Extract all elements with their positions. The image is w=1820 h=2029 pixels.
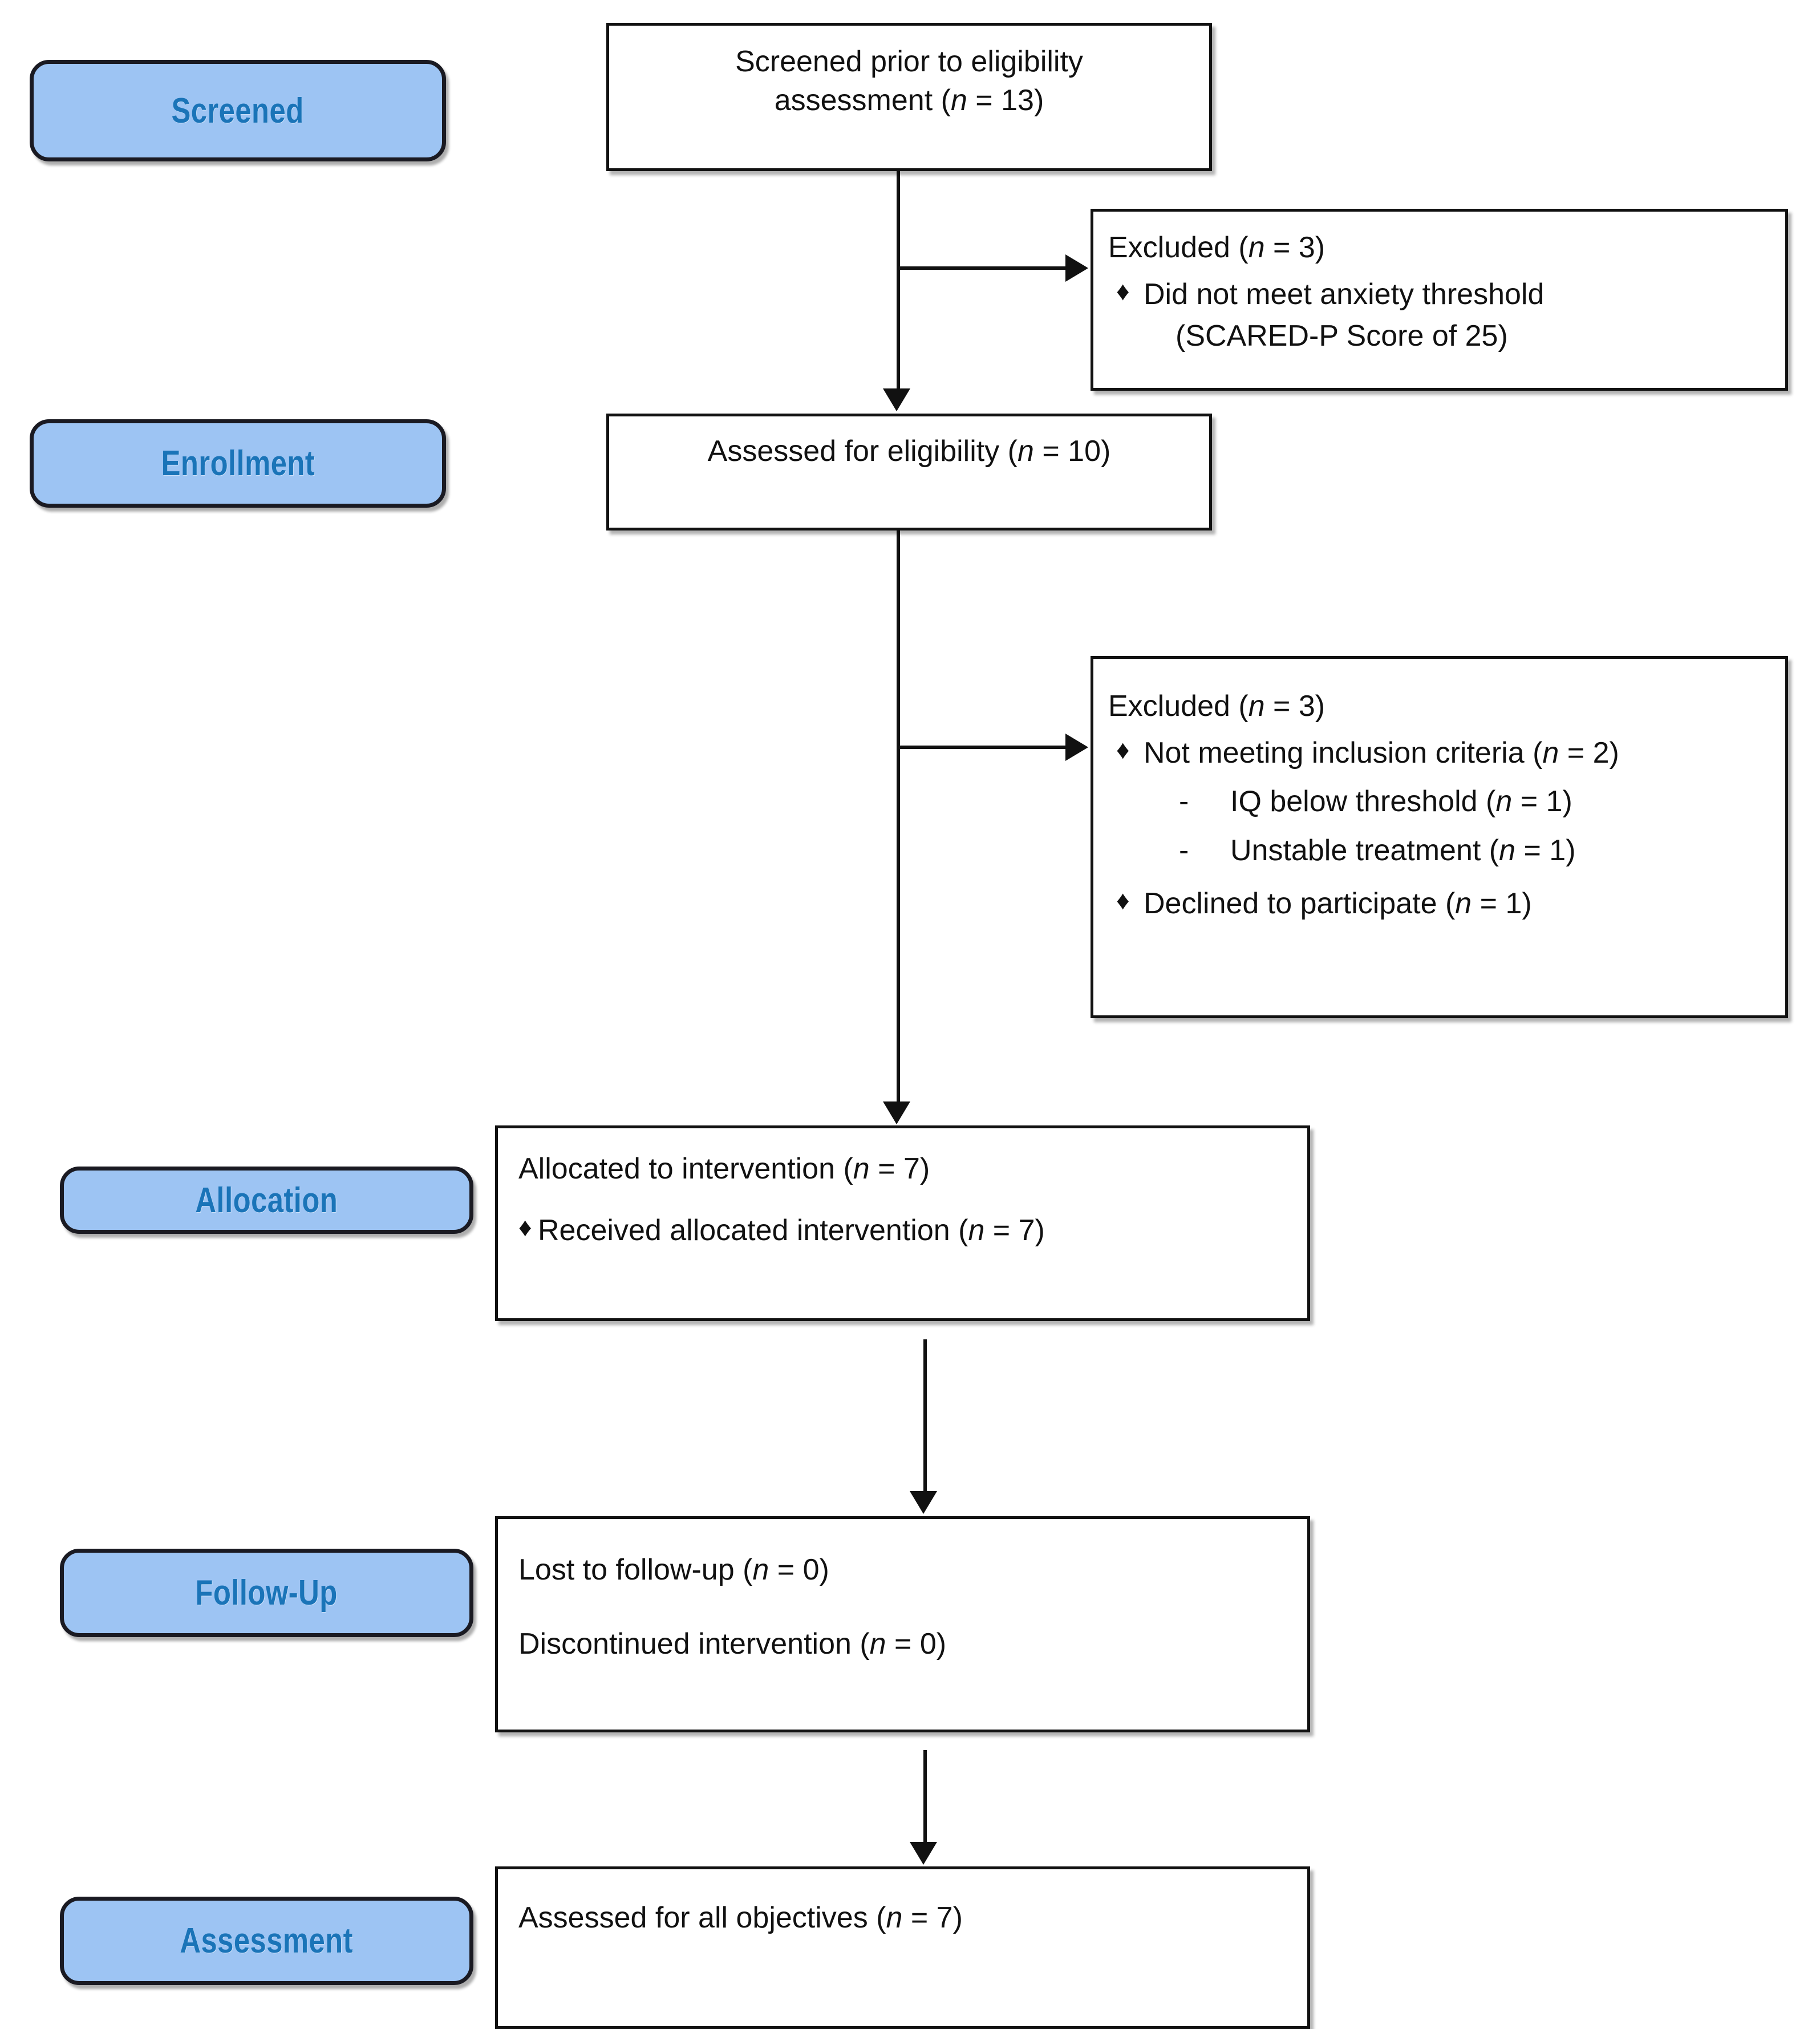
- dash-bullet-icon: -: [1179, 785, 1189, 819]
- diamond-bullet-icon: ♦: [1116, 734, 1130, 764]
- arrowhead-excluded-1: [1065, 254, 1088, 282]
- box-excluded-1: Excluded (n = 3) ♦ Did not meet anxiety …: [1091, 209, 1788, 391]
- box-excluded-1-heading: Excluded (n = 3): [1108, 229, 1770, 268]
- stage-pill-screened-label: Screened: [171, 91, 305, 131]
- box-excluded-2-sub1-suffix: = 1): [1512, 785, 1572, 819]
- box-allocation-line1-suffix: = 7): [869, 1152, 930, 1185]
- box-excluded-2-heading: Excluded (n = 3): [1108, 687, 1770, 726]
- arrowhead-screened-to-eligibility: [883, 388, 910, 411]
- box-excluded-2-item1: Not meeting inclusion criteria (n = 2): [1144, 736, 1619, 770]
- connector-followup-to-assessment: [923, 1750, 927, 1844]
- box-excluded-1-list: ♦ Did not meet anxiety threshold (SCARED…: [1108, 276, 1770, 356]
- box-allocation-line1-n: n: [853, 1152, 870, 1185]
- connector-branch-excluded-2: [897, 746, 1068, 749]
- box-eligibility-suffix: = 10): [1033, 435, 1111, 468]
- box-assessed-eligibility: Assessed for eligibility (n = 10): [606, 414, 1212, 530]
- box-assessment-n: n: [886, 1901, 903, 1934]
- stage-pill-enrollment-label: Enrollment: [161, 444, 315, 483]
- box-eligibility-n: n: [1017, 435, 1034, 468]
- stage-pill-assessment: Assessment: [60, 1897, 473, 1985]
- arrowhead-followup-to-assessment: [910, 1842, 937, 1865]
- box-excluded-2-sublist: - IQ below threshold (n = 1) - Unstable …: [1144, 783, 1770, 870]
- box-followup: Lost to follow-up (n = 0) Discontinued i…: [495, 1516, 1310, 1732]
- box-followup-line2-prefix: Discontinued intervention (: [518, 1627, 870, 1661]
- box-excluded-2-item2: Declined to participate (n = 1): [1144, 887, 1532, 920]
- box-excluded-2-sub2-suffix: = 1): [1515, 833, 1576, 867]
- box-excluded-2-sub2: Unstable treatment (n = 1): [1230, 834, 1576, 867]
- box-excluded-2-item2-suffix: = 1): [1472, 887, 1532, 921]
- spacer: [518, 1590, 1292, 1625]
- connector-screened-to-eligibility: [897, 171, 900, 391]
- stage-pill-enrollment: Enrollment: [30, 419, 446, 508]
- box-excluded-2-sub1: IQ below threshold (n = 1): [1230, 785, 1572, 818]
- box-screened-prior: Screened prior to eligibility assessment…: [606, 23, 1212, 171]
- box-allocation-line2-suffix: = 7): [984, 1213, 1045, 1247]
- box-allocation: Allocated to intervention (n = 7) ♦Recei…: [495, 1125, 1310, 1321]
- box-screened-line2-n: n: [950, 83, 967, 117]
- box-followup-line2: Discontinued intervention (n = 0): [518, 1625, 1292, 1664]
- box-allocation-line1: Allocated to intervention (n = 7): [518, 1150, 1292, 1189]
- stage-pill-allocation-label: Allocation: [195, 1180, 338, 1220]
- box-excluded-2-item1-n: n: [1542, 736, 1559, 770]
- connector-branch-excluded-1: [897, 266, 1068, 270]
- box-excluded-1-item1-line1: Did not meet anxiety threshold: [1144, 277, 1545, 311]
- box-allocation-line2: ♦Received allocated intervention (n = 7): [518, 1212, 1292, 1250]
- box-excluded-2-item1-suffix: = 2): [1559, 736, 1619, 770]
- box-excluded-1-heading-suffix: = 3): [1264, 231, 1326, 264]
- box-excluded-2-list: ♦ Not meeting inclusion criteria (n = 2)…: [1108, 734, 1770, 924]
- box-screened-line2: assessment (n = 13): [624, 82, 1194, 120]
- box-eligibility-prefix: Assessed for eligibility (: [707, 435, 1018, 468]
- box-allocation-line2-n: n: [968, 1213, 985, 1247]
- box-screened-line2-prefix: assessment (: [774, 83, 951, 117]
- box-allocation-line1-prefix: Allocated to intervention (: [518, 1152, 853, 1185]
- diamond-bullet-icon: ♦: [1116, 885, 1130, 916]
- list-item: ♦ Did not meet anxiety threshold (SCARED…: [1108, 276, 1770, 356]
- arrowhead-excluded-2: [1065, 734, 1088, 761]
- box-assessment-suffix: = 7): [902, 1901, 963, 1934]
- box-followup-line1-n: n: [752, 1553, 769, 1586]
- box-excluded-2-sub1-prefix: IQ below threshold (: [1230, 785, 1496, 819]
- connector-allocation-to-followup: [923, 1339, 927, 1493]
- box-excluded-1-heading-prefix: Excluded (: [1108, 231, 1249, 264]
- diamond-bullet-icon: ♦: [518, 1212, 532, 1242]
- box-excluded-2-heading-suffix: = 3): [1264, 690, 1326, 723]
- arrowhead-allocation-to-followup: [910, 1491, 937, 1514]
- stage-pill-followup: Follow-Up: [60, 1549, 473, 1637]
- box-excluded-2-item2-n: n: [1455, 887, 1472, 921]
- box-followup-line2-suffix: = 0): [886, 1627, 947, 1661]
- box-excluded-2-item2-prefix: Declined to participate (: [1144, 887, 1456, 921]
- box-followup-line1-prefix: Lost to follow-up (: [518, 1553, 753, 1586]
- list-item: ♦ Not meeting inclusion criteria (n = 2)…: [1108, 734, 1770, 870]
- box-excluded-2-sub1-n: n: [1495, 785, 1513, 819]
- box-excluded-2: Excluded (n = 3) ♦ Not meeting inclusion…: [1091, 656, 1788, 1018]
- stage-pill-followup-label: Follow-Up: [195, 1573, 338, 1613]
- dash-bullet-icon: -: [1179, 833, 1189, 867]
- box-followup-line2-n: n: [869, 1627, 886, 1661]
- box-screened-line1: Screened prior to eligibility: [735, 45, 1083, 78]
- box-excluded-1-item1-line2: (SCARED-P Score of 25): [1175, 319, 1508, 353]
- list-item: - IQ below threshold (n = 1): [1144, 783, 1770, 821]
- box-excluded-2-sub2-prefix: Unstable treatment (: [1230, 833, 1499, 867]
- box-excluded-1-heading-n: n: [1248, 231, 1265, 264]
- box-allocation-line2-prefix: Received allocated intervention (: [538, 1213, 968, 1247]
- connector-eligibility-to-allocation: [897, 530, 900, 1104]
- box-excluded-2-heading-n: n: [1248, 690, 1265, 723]
- arrowhead-eligibility-to-allocation: [883, 1101, 910, 1124]
- diamond-bullet-icon: ♦: [1116, 276, 1130, 306]
- box-assessment: Assessed for all objectives (n = 7): [495, 1866, 1310, 2029]
- list-item: - Unstable treatment (n = 1): [1144, 832, 1770, 870]
- box-excluded-2-heading-prefix: Excluded (: [1108, 690, 1249, 723]
- box-followup-line1: Lost to follow-up (n = 0): [518, 1551, 1292, 1590]
- box-assessment-prefix: Assessed for all objectives (: [518, 1901, 886, 1934]
- box-screened-line2-suffix: = 13): [967, 83, 1044, 117]
- box-followup-line1-suffix: = 0): [769, 1553, 829, 1586]
- box-assessment-text: Assessed for all objectives (n = 7): [518, 1899, 1292, 1938]
- list-item: ♦ Declined to participate (n = 1): [1108, 885, 1770, 924]
- stage-pill-allocation: Allocation: [60, 1167, 473, 1234]
- stage-pill-assessment-label: Assessment: [180, 1921, 354, 1961]
- box-excluded-2-sub2-n: n: [1499, 833, 1516, 867]
- box-eligibility-text: Assessed for eligibility (n = 10): [624, 432, 1194, 471]
- box-excluded-2-item1-prefix: Not meeting inclusion criteria (: [1144, 736, 1543, 770]
- stage-pill-screened: Screened: [30, 60, 446, 161]
